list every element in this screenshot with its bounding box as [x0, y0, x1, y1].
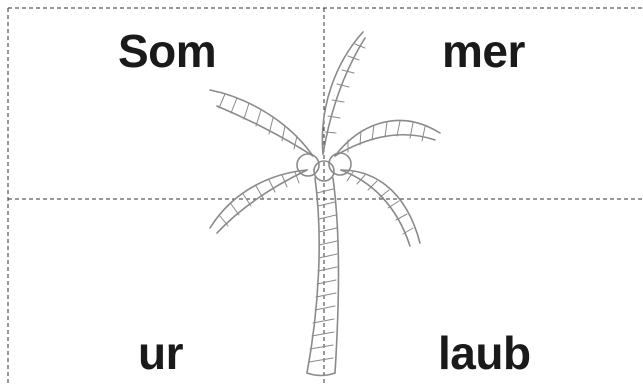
syllable-bottom-right: laub — [438, 327, 531, 379]
palm-tree-icon — [209, 31, 441, 377]
syllable-bottom-left: ur — [138, 327, 184, 379]
syllable-top-left: Som — [118, 25, 217, 77]
syllable-top-right: mer — [442, 25, 525, 77]
